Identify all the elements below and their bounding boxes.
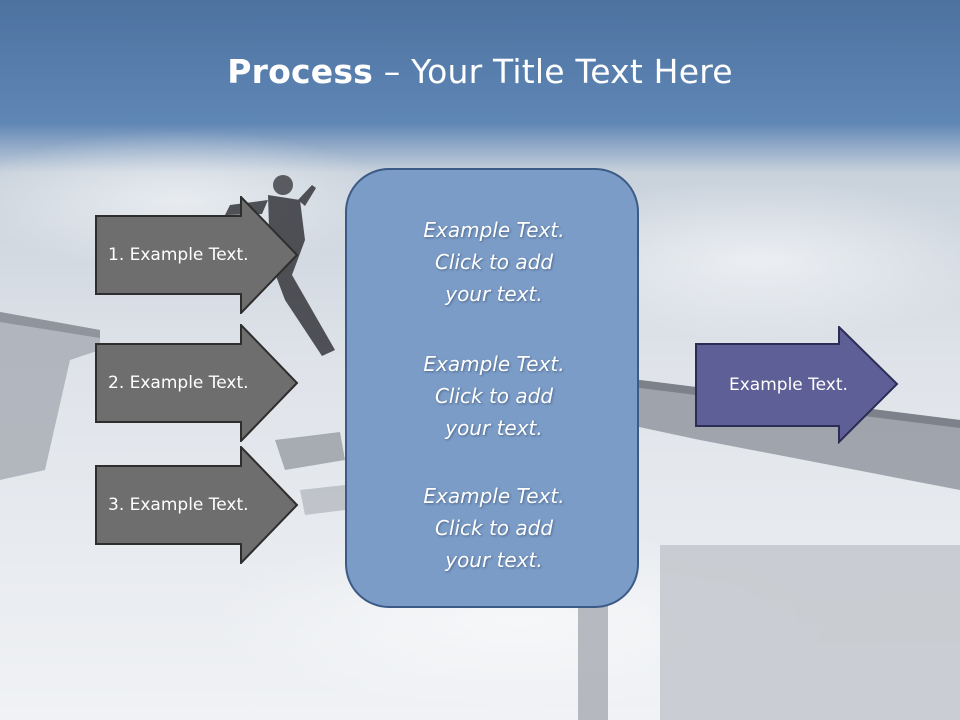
arrow-right-shape <box>695 326 899 444</box>
step-arrow-1[interactable]: 1. Example Text. <box>95 196 299 314</box>
center-text-line: your text. <box>445 548 543 572</box>
step-label-3: 3. Example Text. <box>108 495 249 515</box>
center-text-line: Example Text. <box>423 218 565 242</box>
result-label: Example Text. <box>729 375 848 395</box>
arrow-right-shape <box>95 324 299 442</box>
slide-title-rest: – Your Title Text Here <box>373 52 733 91</box>
center-text-line: your text. <box>445 282 543 306</box>
arrow-right-shape <box>95 446 299 564</box>
center-text-line: Click to add <box>434 384 554 408</box>
step-label-2: 2. Example Text. <box>108 373 249 393</box>
slide-title: Process – Your Title Text Here <box>0 52 960 91</box>
step-label-1: 1. Example Text. <box>108 245 249 265</box>
center-text-line: Example Text. <box>423 484 565 508</box>
step-arrow-2[interactable]: 2. Example Text. <box>95 324 299 442</box>
center-text-box[interactable]: Example Text. Click to add your text. Ex… <box>345 168 639 608</box>
center-text-block-1[interactable]: Example Text. Click to add your text. <box>347 214 641 310</box>
center-text-block-2[interactable]: Example Text. Click to add your text. <box>347 348 641 444</box>
arrow-right-shape <box>95 196 299 314</box>
center-text-line: Example Text. <box>423 352 565 376</box>
slide-title-bold: Process <box>227 52 374 91</box>
center-text-block-3[interactable]: Example Text. Click to add your text. <box>347 480 641 576</box>
center-text-line: Click to add <box>434 250 554 274</box>
step-arrow-3[interactable]: 3. Example Text. <box>95 446 299 564</box>
center-text-line: Click to add <box>434 516 554 540</box>
center-text-line: your text. <box>445 416 543 440</box>
result-arrow[interactable]: Example Text. <box>695 326 899 444</box>
